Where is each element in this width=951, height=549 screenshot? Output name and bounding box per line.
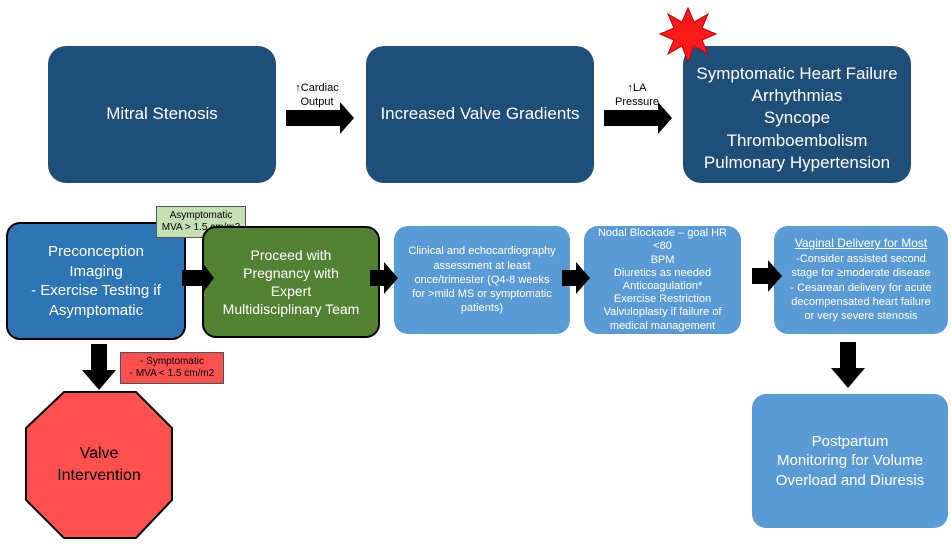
valve-intervention-label: Valve Intervention — [57, 444, 141, 484]
arrow-icon — [604, 102, 672, 134]
cardiac-output-label: ↑Cardiac Output — [295, 82, 339, 108]
complication-heart-failure: Symptomatic Heart Failure — [696, 64, 898, 84]
arrow-icon — [370, 262, 398, 294]
postpartum-box: Postpartum Monitoring for Volume Overloa… — [752, 394, 948, 528]
mitral-stenosis-label: Mitral Stenosis — [106, 104, 218, 124]
delivery-title: Vaginal Delivery for Most — [794, 236, 928, 251]
complications-box: Symptomatic Heart Failure Arrhythmias Sy… — [683, 46, 911, 183]
increased-gradients-label: Increased Valve Gradients — [380, 104, 580, 124]
complication-arrhythmias: Arrhythmias — [751, 86, 843, 106]
starburst-icon — [658, 6, 718, 64]
complication-syncope: Syncope — [763, 108, 831, 128]
arrow-icon — [286, 102, 354, 134]
delivery-box: Vaginal Delivery for Most -Consider assi… — [774, 226, 948, 334]
arrow-down-icon — [82, 344, 116, 390]
mitral-stenosis-box: Mitral Stenosis — [48, 46, 276, 183]
arrow-icon — [562, 262, 590, 294]
stop-sign-octagon — [25, 391, 173, 539]
preconception-box: Preconception Imaging - Exercise Testing… — [6, 222, 186, 340]
symptomatic-note: - Symptomatic - MVA < 1.5 cm/m2 — [120, 352, 224, 384]
arrow-icon — [752, 260, 782, 292]
la-pressure-label: ↑LA Pressure — [614, 82, 660, 108]
arrow-down-icon — [831, 342, 865, 388]
complication-thromboembolism: Thromboembolism — [726, 130, 868, 150]
management-box: Nodal Blockade – goal HR <80 BPM Diureti… — [584, 226, 741, 334]
increased-gradients-box: Increased Valve Gradients — [366, 46, 594, 183]
assessment-box: Clinical and echocardiography assessment… — [394, 226, 570, 334]
arrow-icon — [182, 262, 214, 294]
complication-pulmonary-hypertension: Pulmonary Hypertension — [703, 152, 891, 172]
